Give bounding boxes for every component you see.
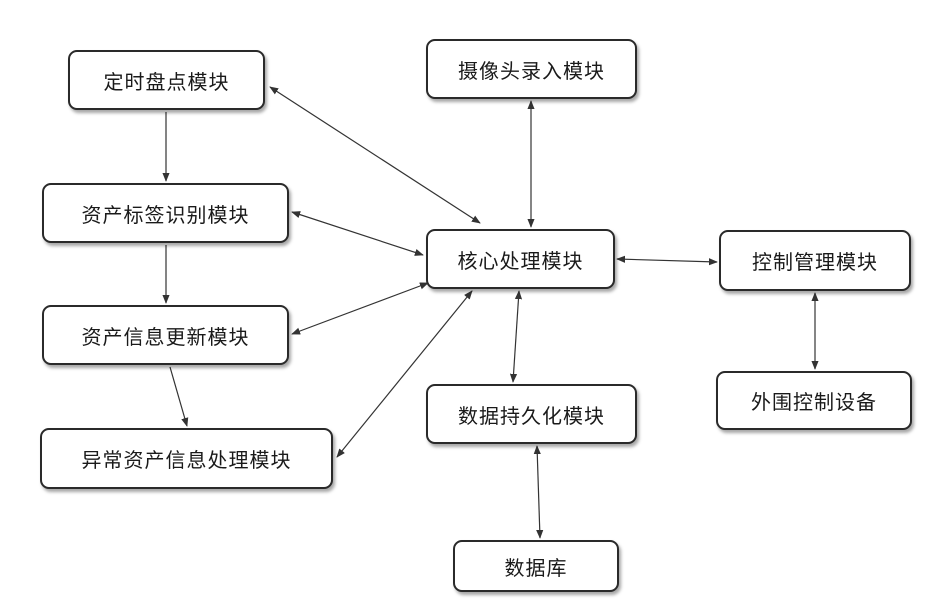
- control-management-module-label: 控制管理模块: [752, 246, 878, 275]
- camera-input-module-label: 摄像头录入模块: [458, 55, 605, 84]
- asset-tag-recognition-module: 资产标签识别模块: [42, 183, 289, 243]
- asset-info-update-module: 资产信息更新模块: [42, 305, 289, 365]
- peripheral-control-device: 外围控制设备: [716, 371, 912, 430]
- data-persistence-module: 数据持久化模块: [426, 384, 637, 444]
- asset-info-update-module-label: 资产信息更新模块: [82, 321, 250, 350]
- control-management-module: 控制管理模块: [719, 230, 911, 291]
- abnormal-asset-processing-module-label: 异常资产信息处理模块: [82, 444, 292, 473]
- abnormal-asset-processing-module: 异常资产信息处理模块: [40, 428, 333, 489]
- arrow-update-core: [292, 283, 428, 334]
- arrow-core-control: [617, 259, 717, 262]
- database: 数据库: [453, 540, 619, 592]
- timer-inventory-module: 定时盘点模块: [68, 50, 265, 110]
- asset-tag-recognition-module-label: 资产标签识别模块: [82, 199, 250, 228]
- arrow-core-persist: [513, 291, 519, 382]
- arrow-tag-core: [292, 212, 423, 255]
- core-processing-module: 核心处理模块: [426, 229, 615, 289]
- database-label: 数据库: [505, 552, 568, 581]
- timer-inventory-module-label: 定时盘点模块: [104, 66, 230, 95]
- arrow-timer-core: [270, 87, 480, 223]
- arrow-update-to-abnormal: [170, 367, 187, 426]
- data-persistence-module-label: 数据持久化模块: [458, 400, 605, 429]
- arrow-persist-database: [537, 446, 540, 538]
- peripheral-control-device-label: 外围控制设备: [751, 386, 877, 415]
- core-processing-module-label: 核心处理模块: [458, 245, 584, 274]
- camera-input-module: 摄像头录入模块: [426, 39, 637, 99]
